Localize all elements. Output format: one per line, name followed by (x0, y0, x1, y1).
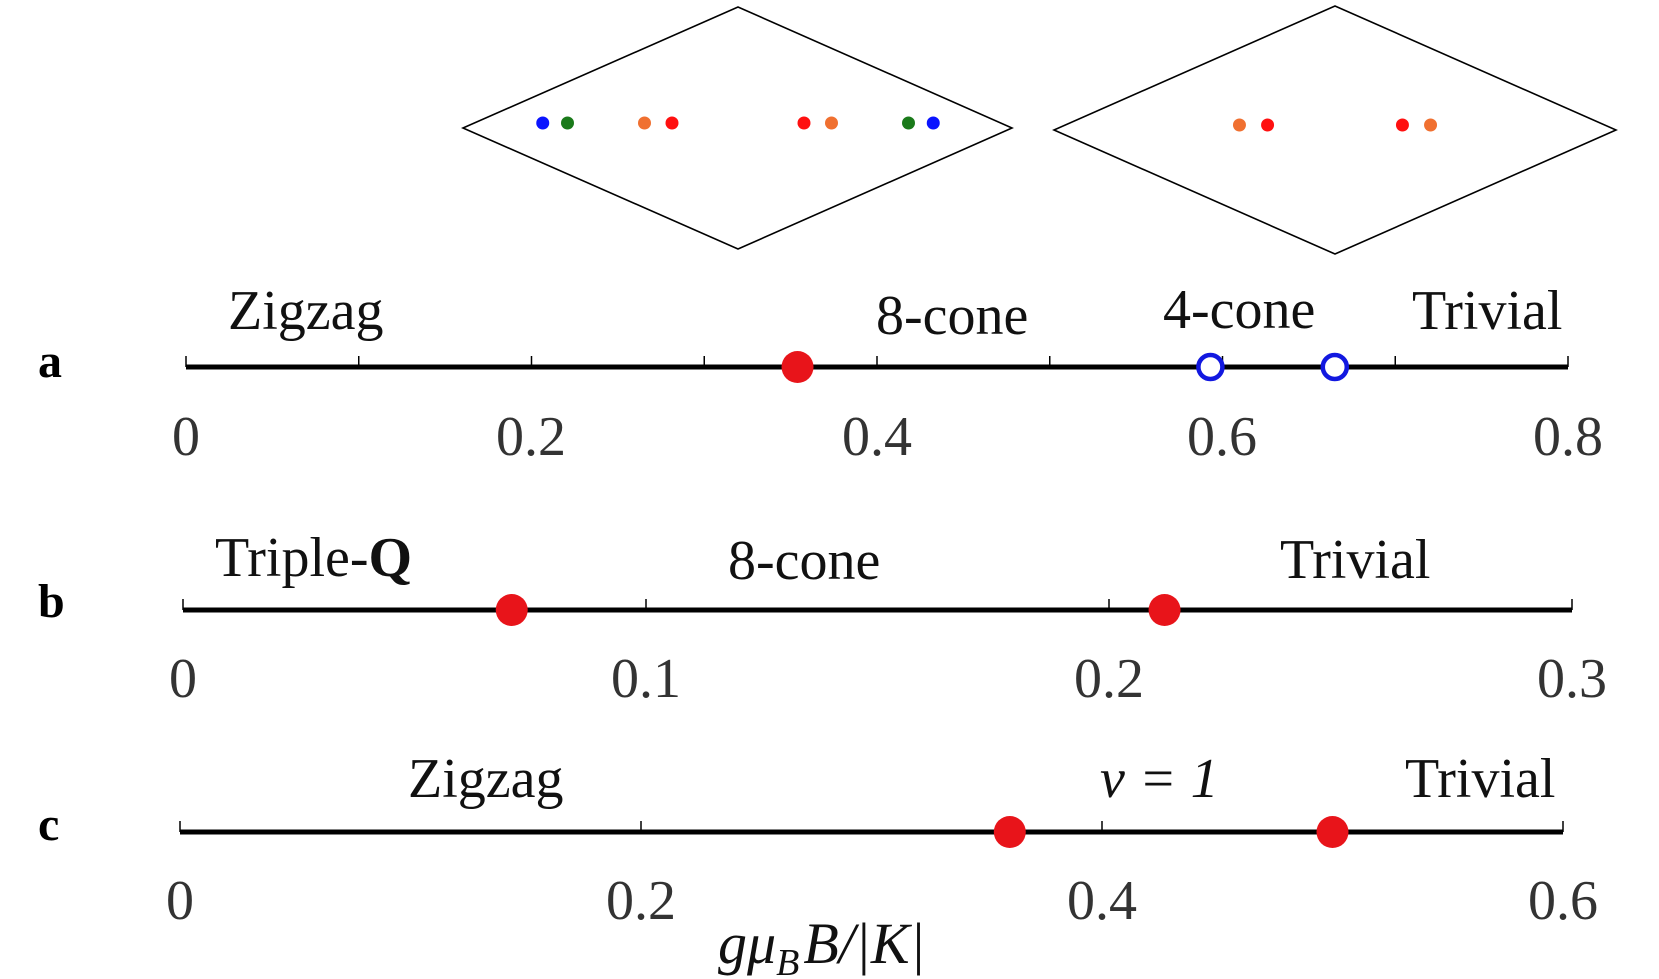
tick-label-a-3: 0.6 (1187, 406, 1257, 468)
bz-left-points (536, 116, 940, 130)
brillouin-zone-right (1052, 5, 1618, 255)
tick-label-a-0: 0 (172, 406, 200, 468)
panel-a-letter: a (38, 335, 62, 388)
transition-point-filled (495, 594, 528, 626)
axis-c-tick-labels: 0 0.2 0.4 0.6 (166, 870, 1598, 932)
tick-label-c-2: 0.4 (1067, 870, 1137, 932)
bz-hexagon-left (461, 6, 1014, 250)
axis-a-transitions (781, 351, 1350, 383)
brillouin-zone-left (461, 6, 1014, 250)
panel-c-letter: c (38, 798, 59, 851)
axis-c-ticks (179, 821, 1564, 832)
phase-label-q-vector: Q (369, 527, 413, 589)
axis-b-tick-labels: 0 0.1 0.2 0.3 (169, 648, 1607, 710)
k-point-dot (561, 116, 574, 130)
phase-label-nu1: ν = 1 (1100, 748, 1219, 810)
tick-label-c-3: 0.6 (1528, 870, 1598, 932)
k-point-dot (825, 116, 838, 130)
xlabel-sub: B (776, 942, 799, 979)
panel-b: b Triple-Q 8-cone Trivial 0 0.1 0.2 0.3 (38, 527, 1607, 710)
k-point-dot (1261, 118, 1275, 132)
k-point-dot (926, 116, 940, 130)
transition-point-open (1320, 352, 1350, 382)
transition-point-open (1196, 352, 1225, 382)
phase-label-4cone-a: 4-cone (1163, 279, 1315, 341)
bz-hexagon-right (1052, 5, 1618, 255)
phase-label-zigzag-c: Zigzag (408, 748, 563, 810)
phase-label-8cone-b: 8-cone (728, 530, 880, 592)
axis-b-transitions (495, 594, 1181, 626)
xlabel-g: g (718, 911, 747, 976)
bz-right-points (1232, 118, 1438, 132)
k-point-dot (665, 116, 679, 130)
phase-label-triple-prefix: Triple- (215, 527, 369, 589)
k-point-dot (902, 116, 915, 130)
xlabel-rest: B/|K| (803, 911, 925, 976)
tick-label-b-1: 0.1 (611, 648, 681, 710)
panel-a: a Zigzag 8-cone 4-cone Trivial 0 0.2 0.4… (38, 279, 1603, 468)
phase-label-triple-q: Triple-Q (215, 527, 412, 589)
tick-label-b-3: 0.3 (1537, 648, 1607, 710)
k-point-dot (1232, 118, 1246, 132)
tick-label-a-4: 0.8 (1533, 406, 1603, 468)
transition-point-filled (993, 816, 1026, 848)
phase-label-trivial-c: Trivial (1405, 748, 1555, 810)
phase-label-trivial-b: Trivial (1280, 529, 1430, 591)
axis-c-transitions (993, 816, 1349, 848)
transition-point-filled (1316, 816, 1349, 848)
k-point-dot (1395, 118, 1409, 132)
axis-b-ticks (182, 599, 1573, 610)
tick-label-a-1: 0.2 (496, 406, 566, 468)
phase-label-trivial-a: Trivial (1412, 280, 1562, 342)
phase-label-8cone-a: 8-cone (876, 285, 1028, 347)
tick-label-b-0: 0 (169, 648, 197, 710)
k-point-dot (638, 116, 651, 130)
axis-a-tick-labels: 0 0.2 0.4 0.6 0.8 (172, 406, 1603, 468)
tick-label-c-0: 0 (166, 870, 194, 932)
xlabel-mu: μ (746, 911, 776, 976)
transition-point-filled (781, 351, 814, 383)
tick-label-c-1: 0.2 (606, 870, 676, 932)
tick-label-a-2: 0.4 (842, 406, 912, 468)
transition-point-filled (1148, 594, 1181, 626)
panel-c: c Zigzag ν = 1 Trivial 0 0.2 0.4 0.6 (38, 748, 1598, 932)
x-axis-label: gμBB/|K| (718, 911, 925, 979)
panel-b-letter: b (38, 575, 65, 628)
phase-label-zigzag-a: Zigzag (228, 280, 383, 342)
tick-label-b-2: 0.2 (1074, 648, 1144, 710)
k-point-dot (797, 116, 811, 130)
k-point-dot (1424, 118, 1438, 132)
k-point-dot (536, 116, 550, 130)
